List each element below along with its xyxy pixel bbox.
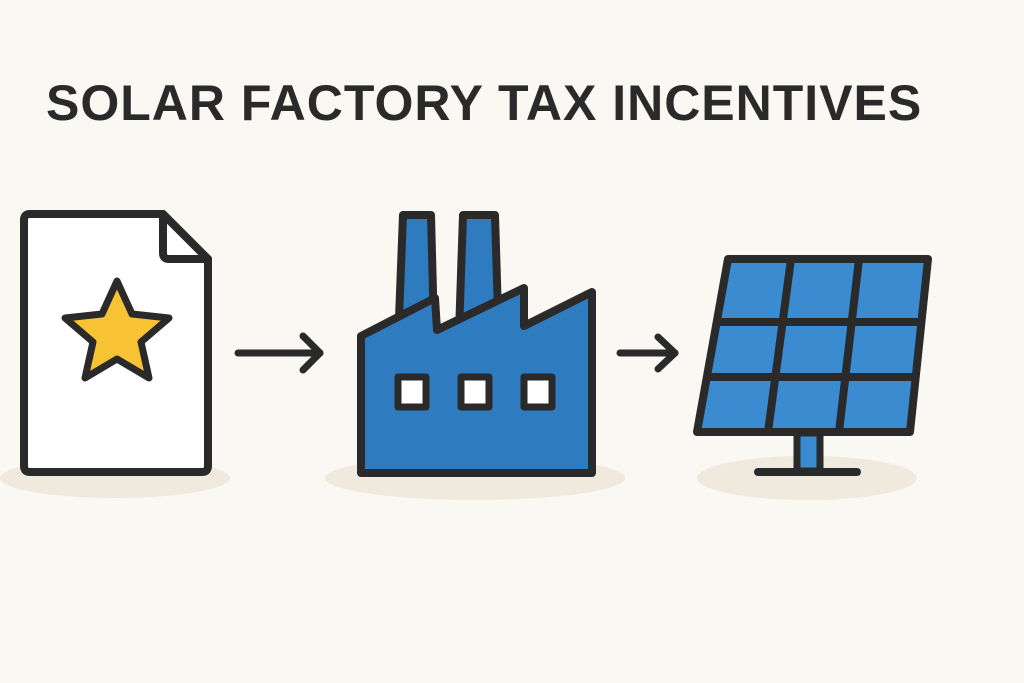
star-icon (61, 277, 173, 382)
arrow-right-icon (616, 333, 679, 373)
diagram-title: SOLAR FACTORY TAX INCENTIVES (46, 75, 923, 131)
factory-icon (357, 211, 596, 477)
factory-window (457, 373, 493, 411)
arrow-right-icon (234, 332, 324, 374)
factory-window (394, 373, 430, 411)
solar-panel-icon (693, 255, 932, 476)
factory-window (520, 373, 556, 411)
document-star-icon (20, 210, 212, 476)
